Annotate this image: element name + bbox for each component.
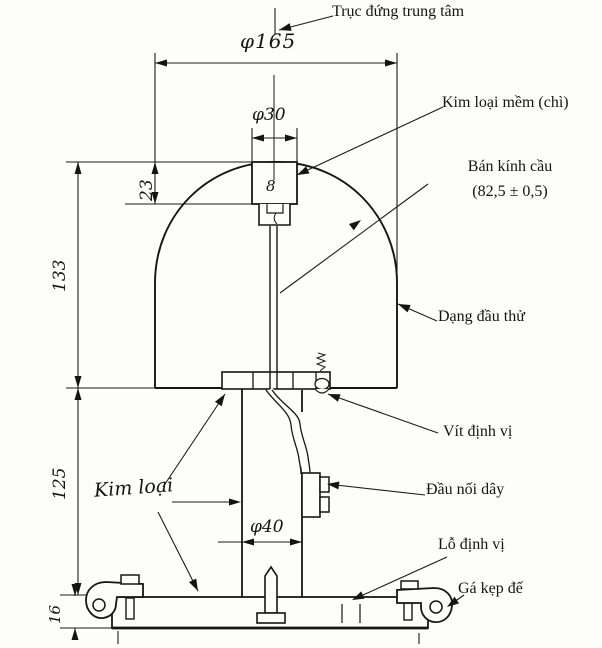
arrowheads	[71, 23, 460, 640]
dim-cap-height: 23	[137, 179, 157, 201]
dim-column-diameter: φ40	[250, 517, 284, 537]
callout-sphere-radius-line1: Bán kính cầu	[467, 158, 553, 175]
wire	[265, 387, 311, 475]
callout-base-clamp: Gá kẹp đế	[458, 580, 523, 597]
dim-column-height: 125	[50, 467, 70, 500]
dim-overall-diameter: φ165	[240, 29, 297, 53]
soft-metal-cap	[251, 75, 298, 226]
callout-central-axis: Trục đứng trung tâm	[332, 3, 465, 20]
dim-base-height: 16	[46, 604, 64, 624]
callout-soft-metal: Kim loại mềm (chì)	[442, 94, 569, 111]
central-pin	[256, 565, 286, 624]
dim-head-height: 133	[50, 259, 70, 292]
left-clamp	[85, 574, 144, 620]
callout-wire-connector: Đầu nối dây	[426, 481, 505, 498]
dimension-lines	[60, 8, 465, 640]
rod-and-column	[241, 226, 303, 597]
dim-cap-diameter: φ30	[252, 105, 286, 125]
callout-positioning-hole: Lỗ định vị	[438, 536, 505, 553]
collar	[221, 352, 331, 394]
wire-connector	[301, 472, 330, 518]
callout-set-screw: Vít định vị	[443, 423, 513, 440]
right-clamp	[396, 580, 453, 623]
callout-test-head-shape: Dạng đầu thử	[438, 308, 525, 325]
dim-cap-depth: 8	[266, 177, 276, 195]
callout-sphere-radius-line2: (82,5 ± 0,5)	[472, 183, 548, 200]
